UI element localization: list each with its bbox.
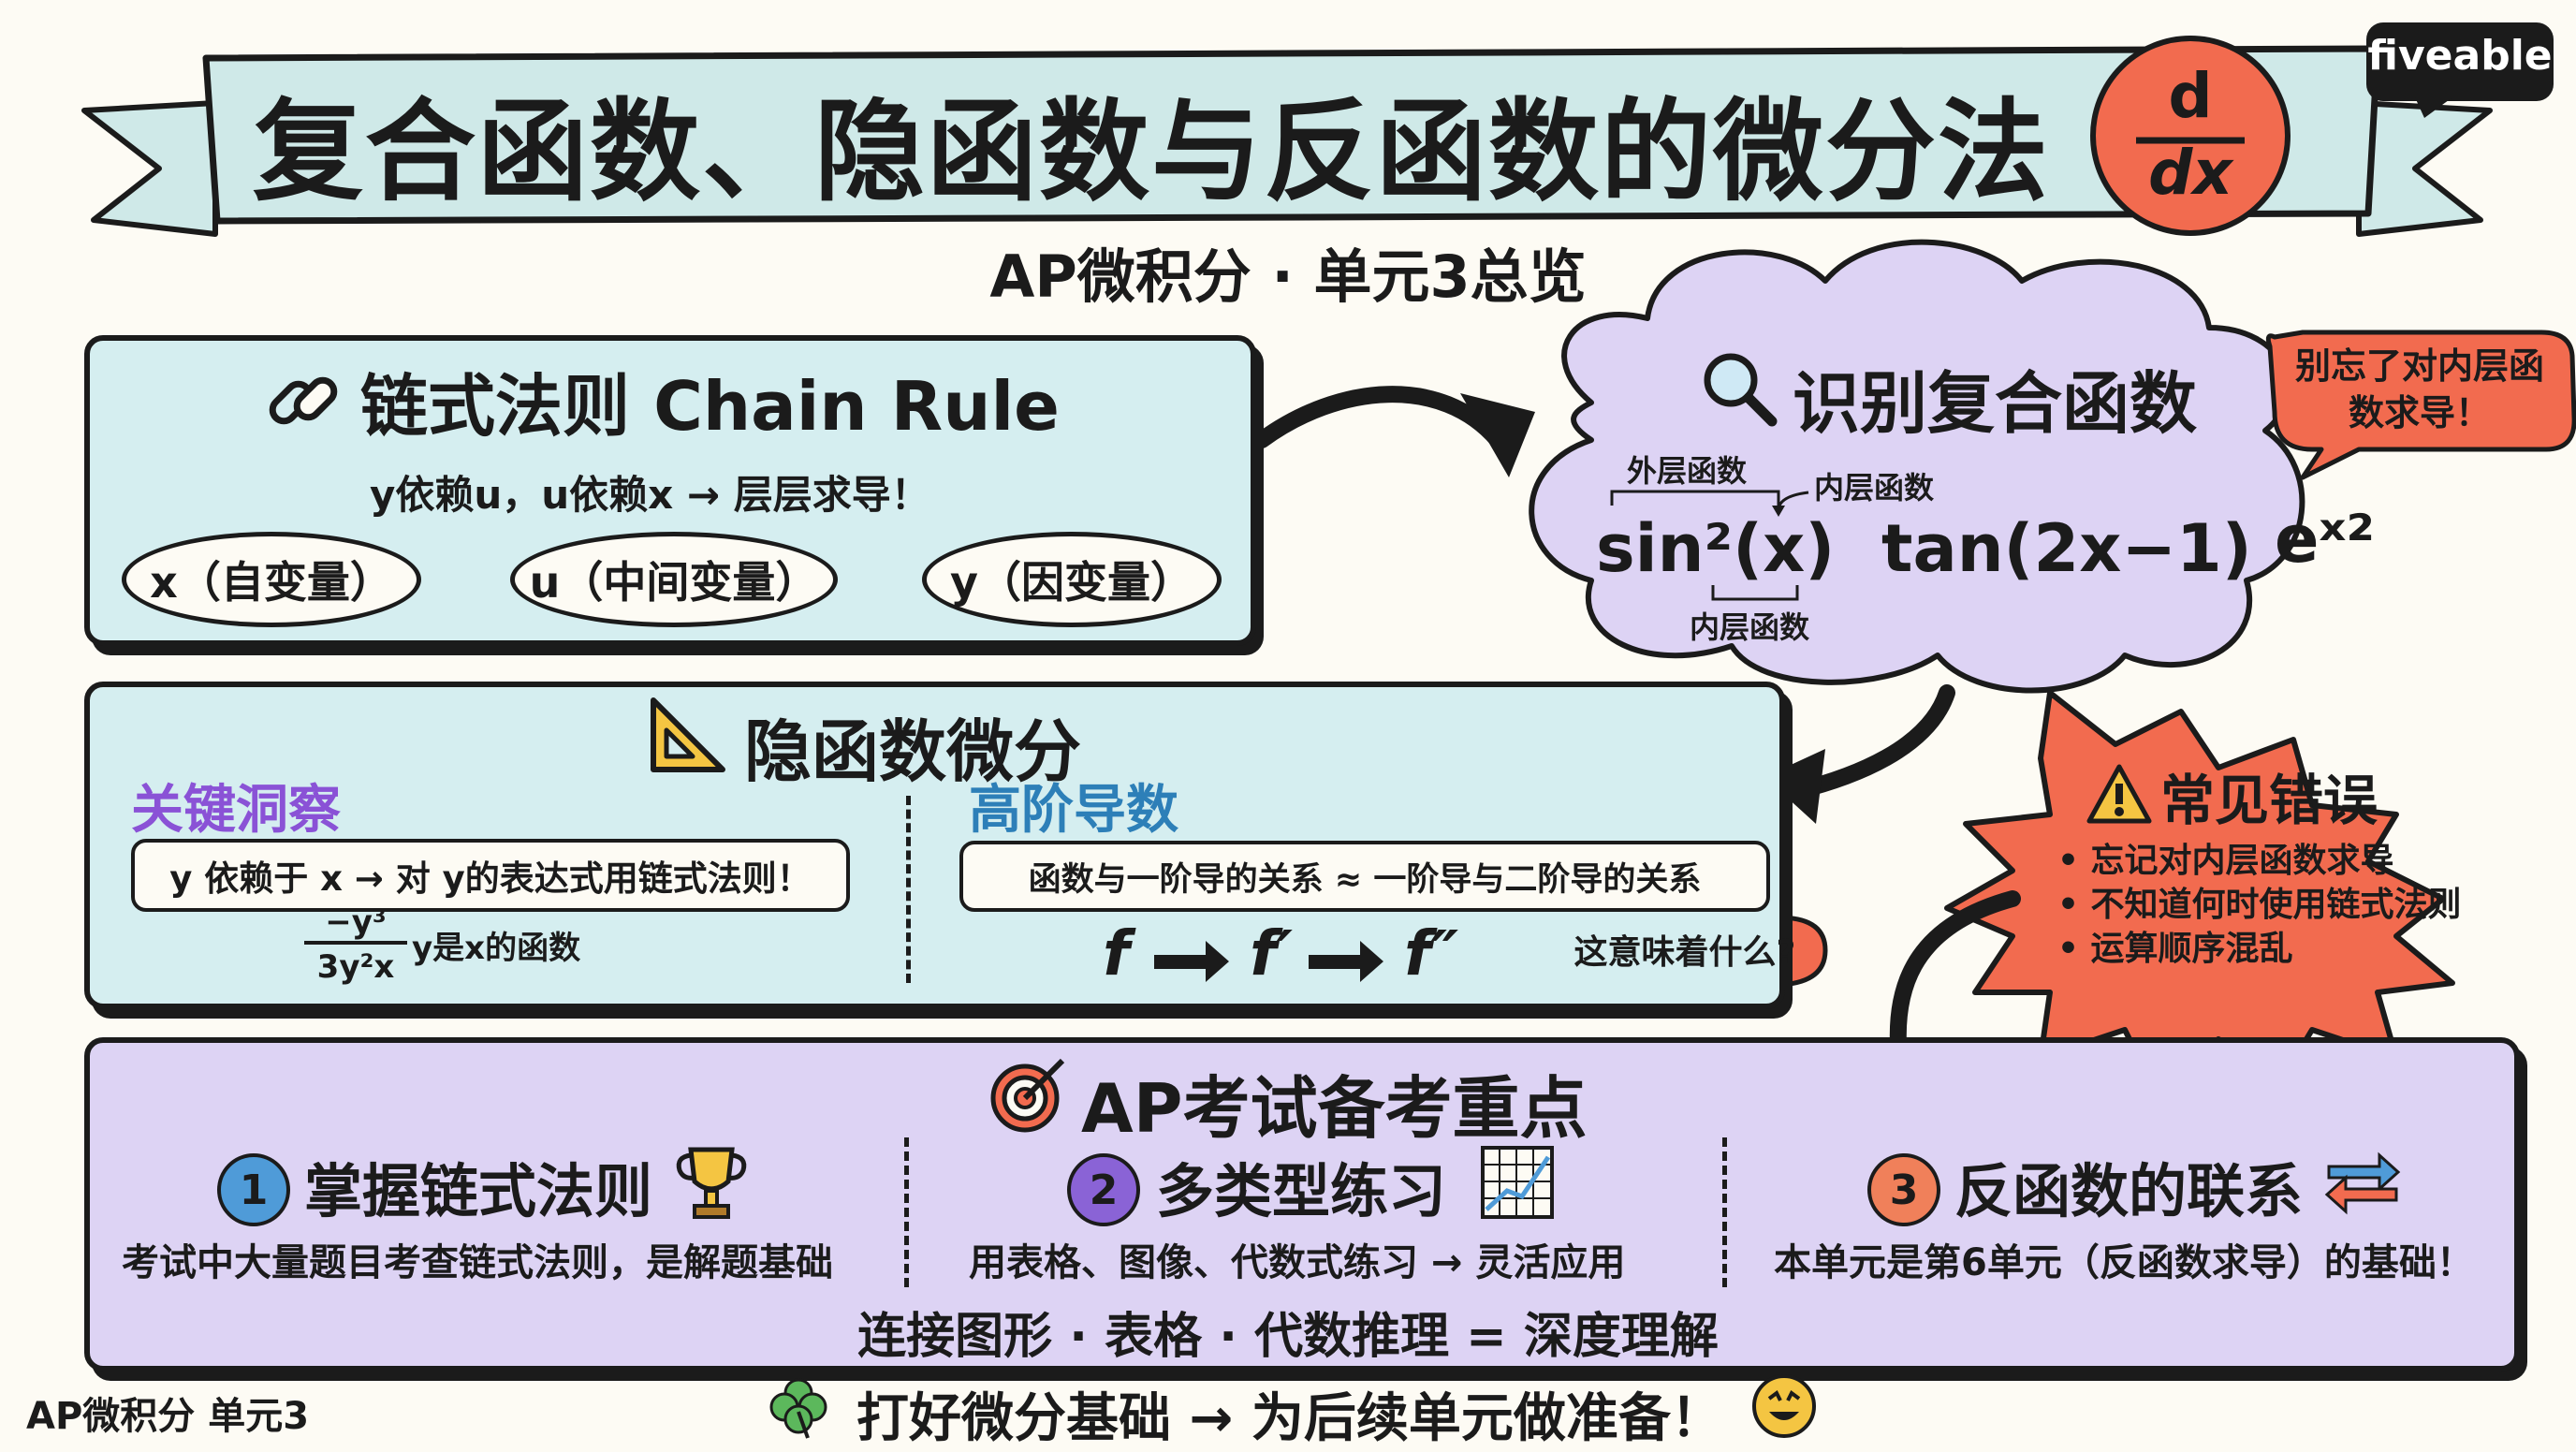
oval-intermediate-variable: u（中间变量） bbox=[510, 532, 838, 627]
outer-function-label: 外层函数 bbox=[1627, 453, 1748, 489]
clover-icon bbox=[769, 1378, 827, 1439]
exam-panel bbox=[84, 1037, 2520, 1371]
exam-col-2-desc: 用表格、图像、代数式练习 → 灵活应用 bbox=[969, 1241, 1626, 1284]
example-tan: tan(2x−1) bbox=[1881, 510, 2252, 587]
fraction-denominator: 3y²x bbox=[316, 948, 395, 986]
derivative-f: f bbox=[1103, 917, 1130, 990]
derivative-f-double-prime: f″ bbox=[1404, 917, 1459, 990]
exam-badge-3: 3 bbox=[1867, 1153, 1940, 1226]
inner-function-label: 内层函数 bbox=[1814, 470, 1935, 506]
exam-col-3-title: 反函数的联系 bbox=[1954, 1157, 2304, 1225]
fiveable-logo: fiveable bbox=[2367, 32, 2553, 80]
implicit-divider bbox=[906, 796, 911, 983]
exam-divider-2 bbox=[1722, 1137, 1727, 1287]
smiley-icon bbox=[1752, 1374, 1816, 1438]
fraction-note: y是x的函数 bbox=[412, 930, 581, 967]
mistakes-title: 常见错误 bbox=[2160, 769, 2378, 832]
reminder-bubble: 别忘了对内层函数求导！ bbox=[2294, 345, 2544, 433]
mistake-item-3: • 运算顺序混乱 bbox=[2057, 930, 2293, 968]
exam-col-2-title: 多类型练习 bbox=[1156, 1157, 1447, 1225]
exam-badge-2: 2 bbox=[1067, 1153, 1140, 1226]
chain-rule-subtitle: y依赖u，u依赖x → 层层求导！ bbox=[370, 472, 930, 518]
trophy-icon bbox=[676, 1147, 747, 1219]
magnifier-icon bbox=[1704, 353, 1778, 427]
page-title: 复合函数、隐函数与反函数的微分法 bbox=[253, 87, 2051, 216]
exam-badge-1: 1 bbox=[217, 1153, 290, 1226]
grid-chart-icon bbox=[1481, 1146, 1554, 1219]
chain-rule-title: 链式法则 Chain Rule bbox=[360, 367, 1060, 446]
composite-title: 识别复合函数 bbox=[1793, 364, 2198, 443]
triangle-ruler-icon bbox=[651, 697, 725, 772]
example-exp: eˣ² bbox=[2275, 501, 2376, 578]
exam-summary: 连接图形 · 表格 · 代数推理 = 深度理解 bbox=[857, 1309, 1719, 1365]
derivative-f-prime: f′ bbox=[1250, 917, 1294, 990]
oval-dependent-variable: y（因变量） bbox=[922, 532, 1222, 627]
chain-link-icon bbox=[269, 376, 338, 425]
fraction-numerator: −y³ bbox=[304, 903, 407, 945]
derivative-denominator: dx bbox=[2148, 137, 2232, 209]
derivative-numerator: d bbox=[2168, 60, 2213, 132]
mistake-item-1: • 忘记对内层函数求导 bbox=[2057, 842, 2394, 880]
exam-col-1-title: 掌握链式法则 bbox=[304, 1157, 653, 1225]
swap-arrows-icon bbox=[2324, 1151, 2401, 1215]
exam-col-1-desc: 考试中大量题目考查链式法则，是解题基础 bbox=[122, 1241, 833, 1284]
insight-heading: 关键洞察 bbox=[131, 780, 341, 841]
oval-independent-variable: x（自变量） bbox=[122, 532, 421, 627]
question-bubble: 这意味着什么? bbox=[1573, 933, 1796, 972]
inner-function-label-bottom: 内层函数 bbox=[1690, 609, 1810, 645]
mistake-item-2: • 不知道何时使用链式法则 bbox=[2057, 886, 2462, 924]
insight-box: y 依赖于 x → 对 y的表达式用链式法则！ bbox=[131, 839, 850, 912]
exam-col-3-desc: 本单元是第6单元（反函数求导）的基础！ bbox=[1774, 1241, 2474, 1284]
exam-title: AP考试备考重点 bbox=[1081, 1069, 1588, 1148]
page-subtitle: AP微积分 · 单元3总览 bbox=[989, 242, 1587, 311]
footer-slogan: 打好微分基础 → 为后续单元做准备！ bbox=[856, 1388, 1723, 1449]
implicit-title: 隐函数微分 bbox=[744, 712, 1082, 791]
higher-order-heading: 高阶导数 bbox=[969, 780, 1178, 841]
derivative-arrows bbox=[1154, 941, 1383, 982]
example-sin-squared: sin²(x) bbox=[1596, 510, 1836, 587]
exam-divider-1 bbox=[904, 1137, 909, 1287]
higher-order-box: 函数与一阶导的关系 ≈ 一阶导与二阶导的关系 bbox=[959, 841, 1770, 912]
target-icon bbox=[990, 1058, 1065, 1133]
warning-icon bbox=[2086, 764, 2152, 824]
footer-course-label: AP微积分 单元3 bbox=[26, 1395, 310, 1438]
